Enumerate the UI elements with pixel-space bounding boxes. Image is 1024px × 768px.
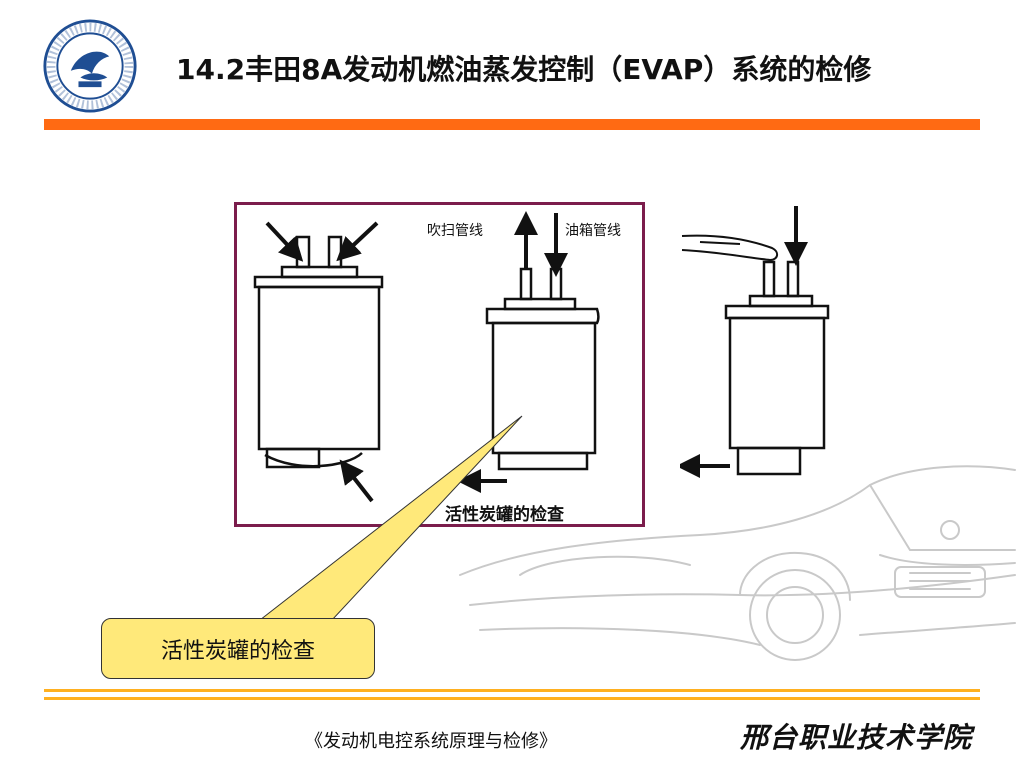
canister-icon bbox=[680, 206, 830, 478]
arrow-icon bbox=[265, 221, 379, 503]
canister-icon bbox=[485, 267, 600, 471]
college-logo-icon bbox=[43, 19, 137, 113]
car-sketch-icon bbox=[459, 465, 1016, 661]
figure-caption: 活性炭罐的检查 bbox=[445, 504, 565, 524]
arrow-icon bbox=[680, 206, 808, 478]
book-title: 《发动机电控系统原理与检修》 bbox=[305, 731, 557, 752]
footer-divider bbox=[44, 689, 980, 692]
school-name: 邢台职业技术学院 bbox=[740, 721, 973, 754]
canister-diagram: 吹扫管线 油箱管线 活性炭罐的检查 bbox=[234, 202, 781, 527]
purge-line-label: 吹扫管线 bbox=[427, 223, 483, 239]
title-divider bbox=[44, 119, 980, 130]
callout-box: 活性炭罐的检查 bbox=[101, 618, 375, 679]
footer-divider bbox=[44, 697, 980, 700]
finger-icon bbox=[681, 234, 778, 262]
page-title: 14.2丰田8A发动机燃油蒸发控制（EVAP）系统的检修 bbox=[176, 53, 872, 86]
tank-line-label: 油箱管线 bbox=[565, 223, 621, 239]
canister-icon bbox=[253, 235, 384, 469]
arrow-icon bbox=[457, 211, 568, 493]
